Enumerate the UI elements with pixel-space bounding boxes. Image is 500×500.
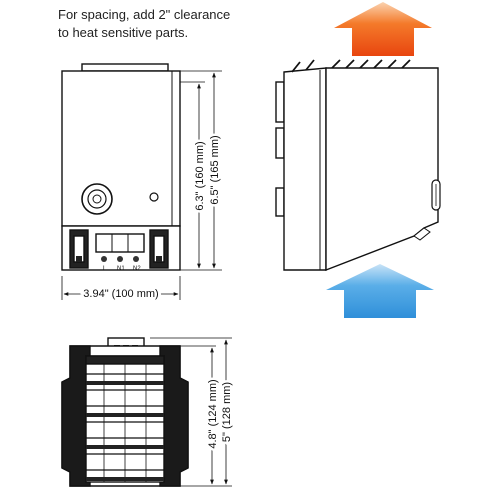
spacing-note-line-1: For spacing, add 2" clearance: [58, 7, 231, 22]
bottom-height-dimensions: [150, 337, 232, 487]
front-height-dimensions: [172, 70, 222, 271]
front-view: [61, 63, 181, 271]
front-width-dimension: [61, 276, 181, 300]
terminal-screw-icon: [101, 256, 107, 262]
side-view: [275, 59, 441, 272]
terminal-label-n2: N2: [133, 266, 141, 272]
spacing-note: For spacing, add 2" clearance to heat sen…: [58, 6, 230, 42]
front-height-outer-label: 6.5" (165 mm): [209, 135, 221, 204]
front-width-label: 3.94" (100 mm): [83, 288, 158, 300]
terminal-screw-icon: [133, 256, 139, 262]
thermostat-knob-icon: [81, 183, 113, 215]
bottom-height-outer-label: 5" (128 mm): [221, 382, 233, 442]
terminal-screw-icon: [117, 256, 123, 262]
hot-air-arrow-icon: [334, 2, 432, 56]
front-height-inner-label: 6.3" (160 mm): [194, 141, 206, 210]
cool-air-arrow-icon: [326, 264, 434, 318]
bottom-height-inner-label: 4.8" (124 mm): [207, 379, 219, 448]
screw-icon: [149, 192, 159, 202]
terminal-label-n1: N1: [117, 266, 125, 272]
terminal-label-l: L: [103, 266, 107, 272]
bottom-view: [61, 337, 189, 487]
spacing-note-line-2: to heat sensitive parts.: [58, 25, 189, 40]
